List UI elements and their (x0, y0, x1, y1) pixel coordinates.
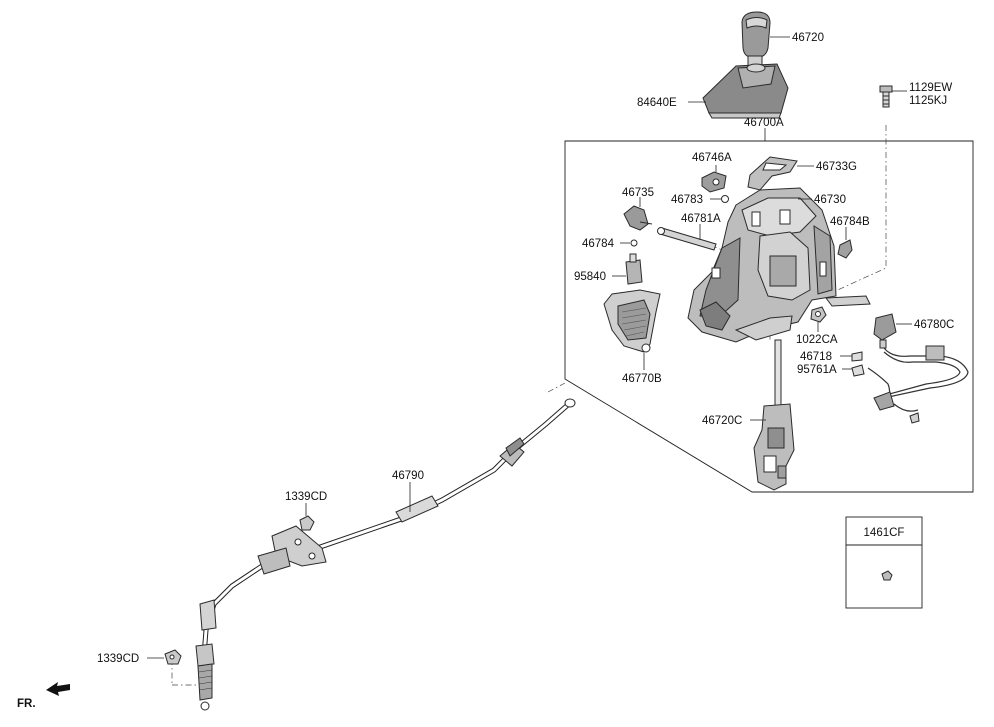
assembly-boundary (564, 140, 974, 493)
callout-46720: 46720 (792, 32, 824, 44)
callout-46780c: 46780C (914, 319, 954, 331)
callout-46746a: 46746A (692, 152, 732, 164)
shift-knob (741, 11, 771, 67)
callout-46730: 46730 (814, 194, 846, 206)
part-46735 (623, 205, 653, 231)
callout-46781a: 46781A (681, 213, 721, 225)
callout-84640e: 84640E (637, 97, 677, 109)
part-46718 (851, 351, 863, 362)
callout-95761a: 95761A (797, 364, 837, 376)
callout-1129ew: 1129EW (909, 82, 952, 94)
callout-95840: 95840 (574, 271, 606, 283)
callout-46733g: 46733G (816, 161, 857, 173)
callout-46783: 46783 (671, 194, 703, 206)
harness-46780c (867, 313, 969, 424)
callout-1339cd-bottom: 1339CD (97, 653, 139, 665)
lever-46720c (753, 339, 795, 491)
callout-46718: 46718 (800, 351, 832, 363)
pin-46781a (657, 227, 717, 251)
part-46733g (747, 156, 798, 191)
callout-46790: 46790 (392, 470, 424, 482)
shift-boot (702, 63, 789, 119)
callout-1125kj: 1125KJ (909, 95, 947, 107)
callout-46784b: 46784B (830, 216, 870, 228)
part-46783 (721, 195, 729, 203)
callout-1022ca: 1022CA (796, 334, 838, 346)
fr-arrow-icon (46, 682, 70, 696)
inset-box-title: 1461CF (864, 527, 905, 539)
slide-plate (825, 295, 871, 307)
indicator-plate-46770b (603, 289, 661, 353)
inset-box-1461cf (845, 516, 923, 609)
centerline-cable (547, 382, 566, 393)
nut-1022ca (810, 306, 827, 323)
callout-46700a: 46700A (744, 117, 784, 129)
fr-label: FR. (17, 698, 36, 710)
callout-46720c: 46720C (702, 415, 742, 427)
nut-1339cd-bottom (164, 649, 182, 665)
part-95840 (625, 253, 643, 285)
callout-46735: 46735 (622, 187, 654, 199)
callout-46770b: 46770B (622, 373, 662, 385)
part-46746a (701, 171, 727, 193)
part-95761a (851, 364, 865, 377)
callout-46784: 46784 (582, 238, 615, 250)
centerline-bolt (819, 125, 887, 299)
part-46784b (837, 239, 853, 259)
shift-housing (687, 187, 837, 343)
bolt-1129ew (879, 85, 893, 108)
part-46784 (630, 239, 638, 247)
nut-1339cd-top (299, 515, 315, 531)
shift-cable-46790 (195, 398, 576, 711)
callout-1339cd-top: 1339CD (285, 491, 327, 503)
